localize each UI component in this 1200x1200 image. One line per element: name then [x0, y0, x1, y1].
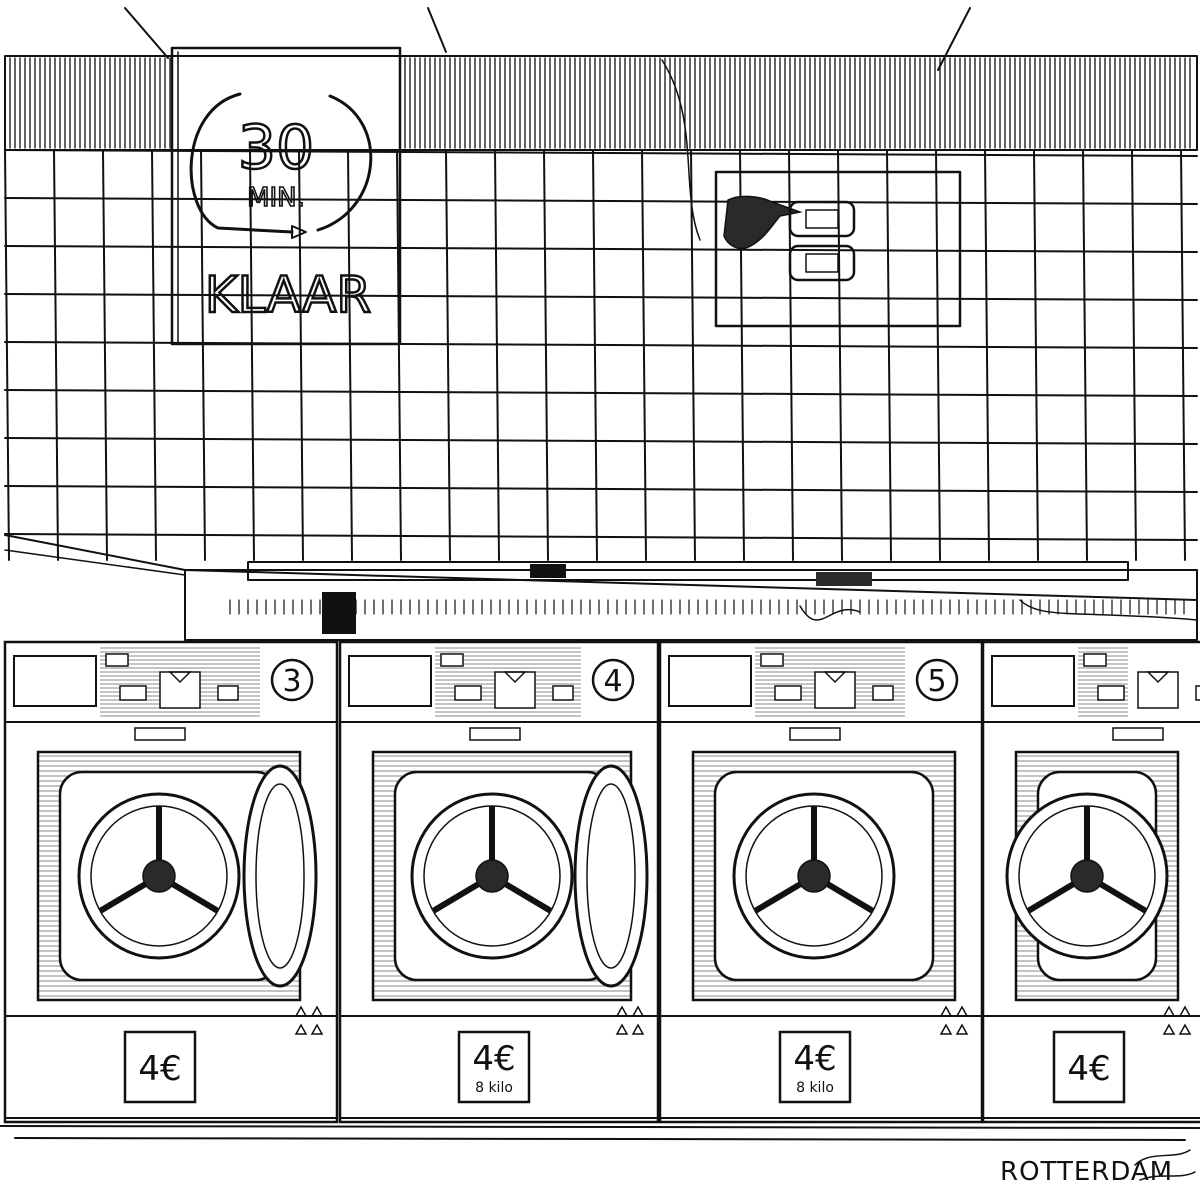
timer-minutes: 30: [238, 113, 314, 183]
price-label: [1052, 1030, 1126, 1104]
dryer-drum-icon: [732, 792, 896, 960]
price-text: 4€: [1067, 1049, 1110, 1089]
timer-word: KLAAR: [205, 266, 371, 324]
timer-sign: 30 MIN. KLAAR: [170, 46, 402, 346]
open-door: [242, 764, 318, 988]
floor: [0, 1125, 1200, 1141]
open-door: [573, 764, 649, 988]
price-label: [778, 1030, 852, 1104]
timer-unit: MIN.: [247, 183, 305, 213]
pointing-hand-icon: [723, 195, 803, 250]
dryer-drum-icon: [410, 792, 574, 960]
machine-number: 3: [282, 664, 301, 699]
signature-place: ROTTERDAM: [1000, 1157, 1173, 1187]
dryer-machine: 4 4€8 kilo: [338, 640, 660, 1124]
ceiling-wires: [124, 7, 971, 71]
machine-number: 4: [603, 664, 622, 699]
pointing-sign: [661, 59, 962, 328]
dryer-machine: 3 4€: [3, 640, 339, 1124]
capacity-text: 8 kilo: [475, 1080, 513, 1096]
price-text: 4€: [472, 1039, 515, 1079]
dryer-machine: 5 4€8 kilo: [658, 640, 984, 1124]
price-label: [457, 1030, 531, 1104]
dryer-machine: 4€: [981, 640, 1200, 1124]
price-text: 4€: [793, 1039, 836, 1079]
machine-number-badge: [915, 658, 959, 702]
price-label: [123, 1030, 197, 1104]
dryer-drum-icon: [1005, 792, 1169, 960]
ceiling-band: [4, 55, 1198, 151]
signature-scribble: [1134, 1149, 1196, 1181]
capacity-text: 8 kilo: [796, 1080, 834, 1096]
machine-number: 5: [927, 664, 946, 699]
machine-number-badge: [270, 658, 314, 702]
dryer-drum-icon: [77, 792, 241, 960]
back-counter: [4, 534, 1198, 641]
machine-number-badge: [591, 658, 635, 702]
price-text: 4€: [138, 1049, 181, 1089]
